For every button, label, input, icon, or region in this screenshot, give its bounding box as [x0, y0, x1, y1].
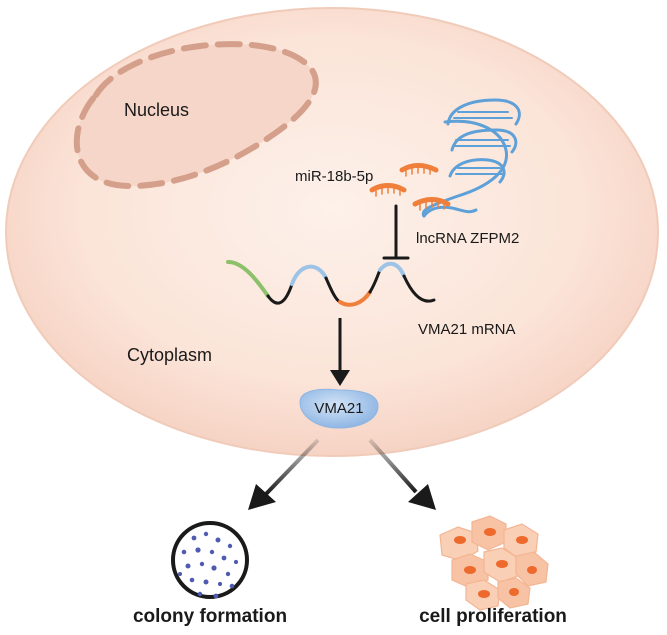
proliferation-label: cell proliferation: [419, 606, 567, 627]
cell: [5, 7, 659, 457]
protein-icon: [299, 388, 379, 429]
arrow-icon: [330, 318, 350, 386]
mrna-label: VMA21 mRNA: [418, 321, 516, 338]
protein-label: VMA21: [314, 400, 363, 417]
lncrna-label: lncRNA ZFPM2: [416, 230, 519, 247]
mrna-strand-icon: [226, 260, 436, 307]
inhibition-icon: [382, 204, 410, 260]
mirna-icon: [369, 163, 451, 207]
arrow-icon: [248, 438, 436, 510]
colony-icon: [171, 521, 249, 599]
mirna-label: miR-18b-5p: [295, 168, 373, 185]
cytoplasm-label: Cytoplasm: [127, 345, 212, 365]
nucleus-label: Nucleus: [124, 100, 189, 120]
nucleus-icon: [73, 41, 319, 190]
colony-label: colony formation: [133, 606, 287, 627]
